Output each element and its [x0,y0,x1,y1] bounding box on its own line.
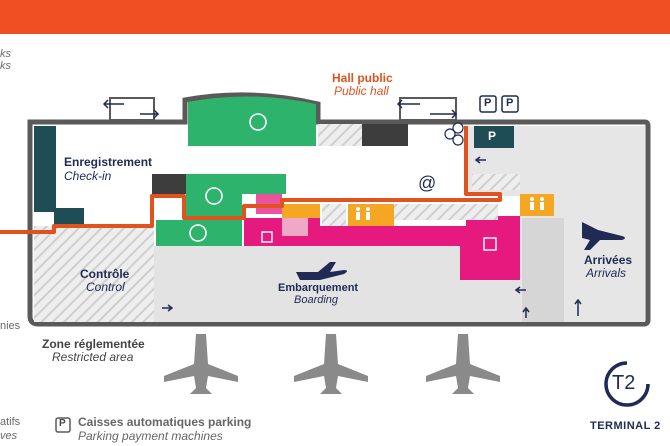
boarding-label-en: Boarding [294,294,339,306]
control-zone [34,226,154,322]
parking-icons-top [479,95,519,113]
restaurant-icons [189,113,267,242]
cut-text-2: ks [0,60,11,72]
cut-text-3: nies [0,320,21,332]
hatch-area-arrivals [472,174,520,190]
shop-small [282,216,308,236]
hatch-area-mid [322,204,346,226]
parking-machines-icon: P [488,129,497,143]
legend-parking-en: Parking payment machines [78,429,223,443]
wifi-icon: @ [418,173,437,193]
checkin-label-en: Check-in [64,169,112,183]
parking-icon-1: P [484,97,492,109]
tarmac-airplanes [164,334,500,394]
hatch-area-right [394,204,498,220]
cut-text-5: ves [0,430,18,442]
shopping-bag-icons [261,231,497,251]
parking-machines-box [474,126,514,148]
legend-parking-fr: Caisses automatiques parking [78,415,252,429]
arrivals-corridor [522,218,564,322]
baggage-desk [54,208,84,226]
flow-arrows [162,156,582,318]
restaurant-low [156,220,242,246]
restricted-label-fr: Zone réglementée [42,337,145,351]
legend-parking-symbol: P [59,418,66,429]
toilets-arrivals [520,194,554,216]
hall-label-fr: Hall public [332,71,393,85]
hall-label-en: Public hall [334,84,389,98]
toilet-icons [356,197,544,220]
restaurant-top [188,96,316,146]
restaurant-strip [186,174,286,194]
boarding-label-fr: Embarquement [278,282,359,294]
header-bar [0,0,670,34]
boarding-zone [154,246,520,322]
restaurant-mid [186,194,242,218]
arrivals-label-fr: Arrivées [584,253,633,267]
restricted-label-en: Restricted area [52,350,134,364]
arrivals-label-en: Arrivals [586,266,627,280]
toilets-main [348,204,394,226]
service-room [152,174,186,194]
arrivals-plane-icon [582,222,625,250]
control-label-fr: Contrôle [80,267,130,281]
terminal-badge: T2 [612,372,636,394]
terminal-name: TERMINAL 2 [590,420,661,432]
cut-text-1: ks [0,48,11,60]
toilets-strip [282,204,320,218]
legend-parking-icon [55,417,71,433]
shops-zone [244,216,520,280]
checkin-label-fr: Enregistrement [64,155,153,169]
public-hall-boundary [0,126,502,234]
hatch-area-top [318,124,362,146]
checkin-desk [34,126,56,212]
control-label-en: Control [86,280,125,294]
currency-exchange-icons [444,122,464,146]
terminal-logo [604,361,650,407]
dark-room [362,124,408,146]
parking-icon-2: P [506,97,514,109]
boarding-plane-icon [296,262,347,280]
cut-text-4: atifs [0,416,21,428]
